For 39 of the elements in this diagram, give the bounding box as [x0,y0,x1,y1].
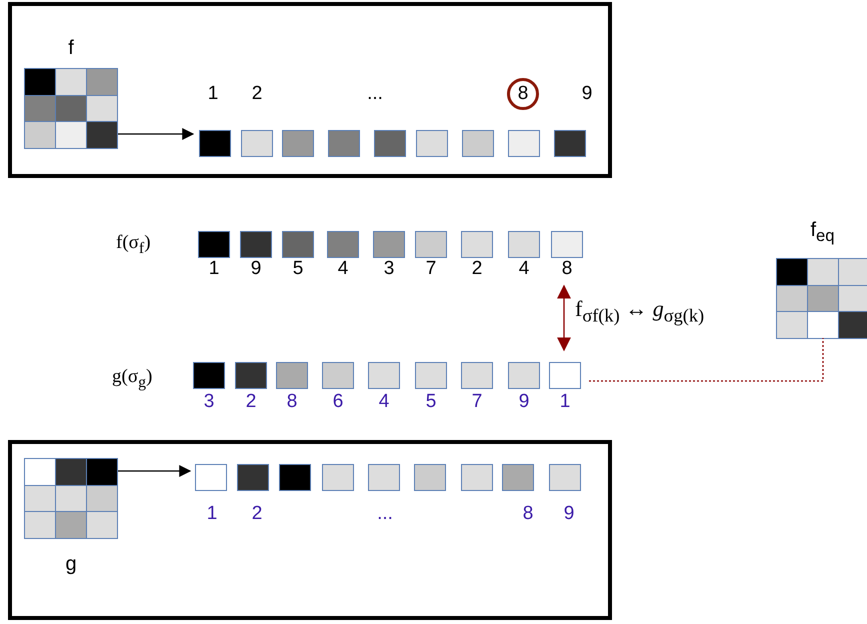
index-number: 7 [470,392,484,412]
index-number: 8 [507,78,539,110]
index-number: 3 [202,392,216,412]
arrow [118,465,192,477]
matrix-label: g [64,552,78,576]
arrow [118,128,194,140]
index-number: 4 [378,392,390,412]
matrix-label: f$_{eq}$ [809,218,836,247]
index-number: 1 [558,392,572,412]
index-number: 2 [250,84,264,104]
index-number: 2 [250,504,264,524]
index-number: 9 [580,84,594,104]
index-number: 1 [206,504,218,524]
panel-frame [8,2,612,178]
sequence-label: g(σ$_{g}$) [112,366,152,392]
index-number: 4 [518,259,530,279]
index-number: 9 [518,392,530,412]
arrow [557,284,571,352]
index-number: 9 [250,259,262,279]
index-number: 5 [424,392,438,412]
index-number: 4 [336,259,350,279]
index-number: 9 [562,504,576,524]
index-number: ... [366,84,384,104]
index-number: 5 [292,259,304,279]
panel-frame [8,440,612,620]
dotted-connector [589,338,824,382]
index-number: 1 [206,84,220,104]
index-number: 7 [424,259,438,279]
sequence-label: f(σ$_{f}$) [116,232,151,258]
index-number: 3 [382,259,396,279]
index-number: 8 [286,392,298,412]
index-number: 1 [208,259,220,279]
index-number: 2 [244,392,258,412]
index-number: 8 [522,504,534,524]
index-number: 2 [470,259,484,279]
index-number: 8 [560,259,574,279]
matrix-label: f [67,36,75,60]
index-number: ... [376,504,394,524]
index-number: 6 [332,392,344,412]
